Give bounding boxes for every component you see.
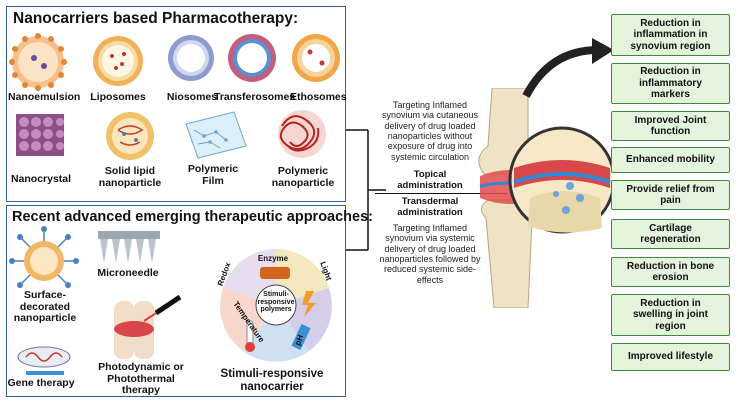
outcome-box: Reduction in inflammatory markers [611, 63, 730, 104]
item-label-niosomes: Niosomes [166, 91, 218, 103]
gene-therapy-icon [17, 346, 71, 375]
outcome-box: Provide relief from pain [611, 180, 730, 210]
therapy-illustrations [9, 226, 332, 375]
item-label-nanocrystal: Nanocrystal [10, 173, 72, 185]
outcome-box: Reduction in bone erosion [611, 257, 730, 287]
topical-administration-label: Topical administration [397, 169, 463, 191]
item-label-microneedle: Microneedle [97, 267, 159, 279]
item-label-polymeric-film: Polymeric Film [187, 163, 239, 187]
transferosome-icon [228, 34, 276, 82]
knee-joint-illustration [478, 88, 612, 308]
item-label-gene-therapy: Gene therapy [7, 377, 75, 389]
outcome-arrow [522, 38, 614, 98]
item-label-nanoemulsion: Nanoemulsion [8, 91, 81, 103]
liposome-icon [93, 36, 143, 86]
nanocrystal-icon [16, 114, 64, 156]
item-label-surface-decorated: Surface- decorated nanoparticle [13, 289, 77, 325]
route-connectors [346, 129, 386, 251]
outcome-box: Enhanced mobility [611, 147, 730, 173]
outcome-box: Reduction in inflammation in synovium re… [611, 14, 730, 56]
outcome-box: Reduction in swelling in joint region [611, 294, 730, 336]
panel-title: Nanocarriers based Pharmacotherapy: [13, 10, 299, 27]
solid-lipid-nanoparticle-icon [106, 112, 154, 160]
transdermal-description: Targeting Inflamed synovium via systemic… [379, 223, 481, 285]
wheel-center-label: Stimuli- responsive polymers [257, 291, 295, 314]
topical-description: Targeting Inflamed synovium via cutaneou… [381, 100, 479, 162]
item-label-solid-lipid-nanoparticle: Solid lipid nanoparticle [98, 165, 162, 189]
outcome-box: Improved lifestyle [611, 343, 730, 371]
polymeric-nanoparticle-icon [278, 110, 326, 158]
item-label-stimuli-responsive: Stimuli-responsive nanocarrier [220, 368, 324, 393]
nanocarriers-panel: Nanocarriers based Pharmacotherapy: [6, 6, 346, 202]
stimuli-wheel-icon [220, 249, 332, 362]
item-label-ethosomes: Ethosomes [290, 91, 347, 103]
ethosome-icon [292, 34, 340, 82]
niosome-icon [168, 35, 214, 81]
transdermal-administration-label: Transdermal administration [397, 196, 463, 218]
microneedle-icon [98, 231, 160, 263]
item-label-photodynamic: Photodynamic or Photothermal therapy [98, 361, 184, 397]
outcome-box: Improved Joint function [611, 111, 730, 141]
outcome-box: Cartilage regeneration [611, 219, 730, 249]
nanocarrier-illustrations [9, 33, 340, 160]
surface-decorated-nanoparticle-icon [9, 226, 79, 288]
wheel-segment-enzyme: Enzyme [257, 254, 289, 263]
item-label-liposomes: Liposomes [90, 91, 146, 103]
photodynamic-therapy-icon [114, 294, 182, 359]
item-label-transferosomes: Transferosomes [214, 91, 296, 103]
polymeric-film-icon [185, 111, 247, 159]
route-divider [375, 193, 507, 194]
panel-title: Recent advanced emerging therapeutic app… [12, 209, 373, 225]
nanoemulsion-icon [9, 33, 67, 91]
item-label-polymeric-nanoparticle: Polymeric nanoparticle [271, 165, 335, 189]
